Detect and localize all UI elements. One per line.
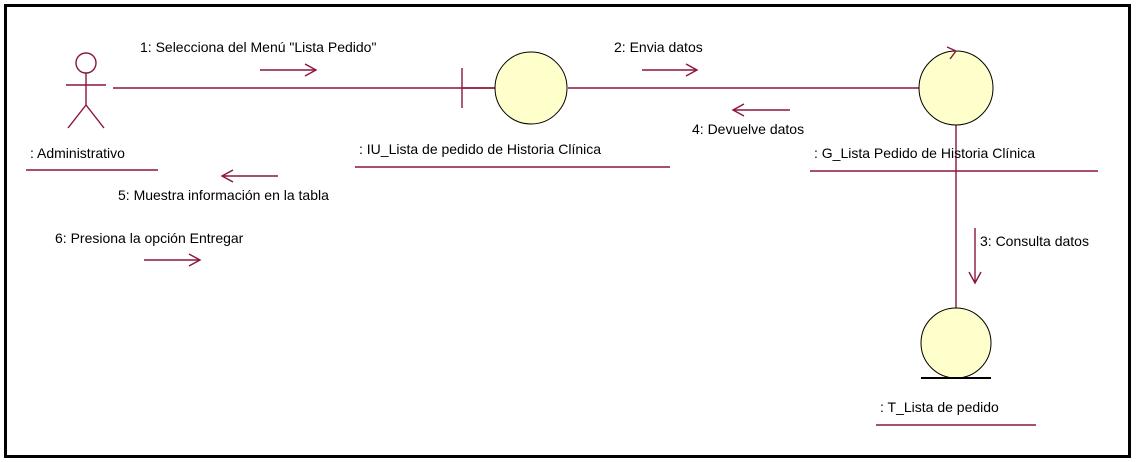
- message-label-5: 5: Muestra información en la tabla: [118, 187, 329, 203]
- actor-administrativo[interactable]: : Administrativo: [26, 52, 158, 171]
- boundary-circle-icon: [494, 51, 568, 125]
- message-arrow-left-icon: [220, 169, 278, 183]
- message-arrow-right-icon: [642, 63, 699, 77]
- message-arrow-right-icon: [260, 63, 318, 77]
- message-6: 6: Presiona la opción Entregar: [55, 230, 244, 267]
- actor-figure-icon: [66, 52, 106, 129]
- message-label-3: 3: Consulta datos: [980, 233, 1089, 249]
- object-g-control[interactable]: : G_Lista Pedido de Historia Clínica: [810, 46, 1098, 172]
- object-label-iu: : IU_Lista de pedido de Historia Clínica: [359, 141, 601, 157]
- message-1: 1: Selecciona del Menú "Lista Pedido": [140, 39, 376, 77]
- message-2: 2: Envia datos: [614, 39, 703, 77]
- object-label-administrativo: : Administrativo: [30, 145, 125, 161]
- control-circle-icon: [918, 50, 994, 126]
- message-5: 5: Muestra información en la tabla: [118, 169, 329, 203]
- message-3: 3: Consulta datos: [968, 228, 1089, 285]
- object-label-t: : T_Lista de pedido: [880, 399, 999, 415]
- message-arrow-left-icon: [731, 103, 790, 117]
- message-label-1: 1: Selecciona del Menú "Lista Pedido": [140, 39, 376, 55]
- object-iu-boundary[interactable]: : IU_Lista de pedido de Historia Clínica: [355, 51, 670, 168]
- message-label-4: 4: Devuelve datos: [692, 121, 804, 137]
- message-label-6: 6: Presiona la opción Entregar: [55, 230, 244, 246]
- entity-circle-icon: [920, 307, 992, 379]
- message-4: 4: Devuelve datos: [692, 103, 804, 137]
- control-arrowhead-icon: [946, 46, 958, 60]
- object-label-g: : G_Lista Pedido de Historia Clínica: [814, 145, 1035, 161]
- message-arrow-right-icon: [144, 253, 202, 267]
- diagram-frame: [4, 4, 1131, 458]
- object-t-entity[interactable]: : T_Lista de pedido: [876, 307, 1036, 426]
- message-arrow-down-icon: [968, 228, 982, 285]
- links: [113, 87, 957, 343]
- message-label-2: 2: Envia datos: [614, 39, 703, 55]
